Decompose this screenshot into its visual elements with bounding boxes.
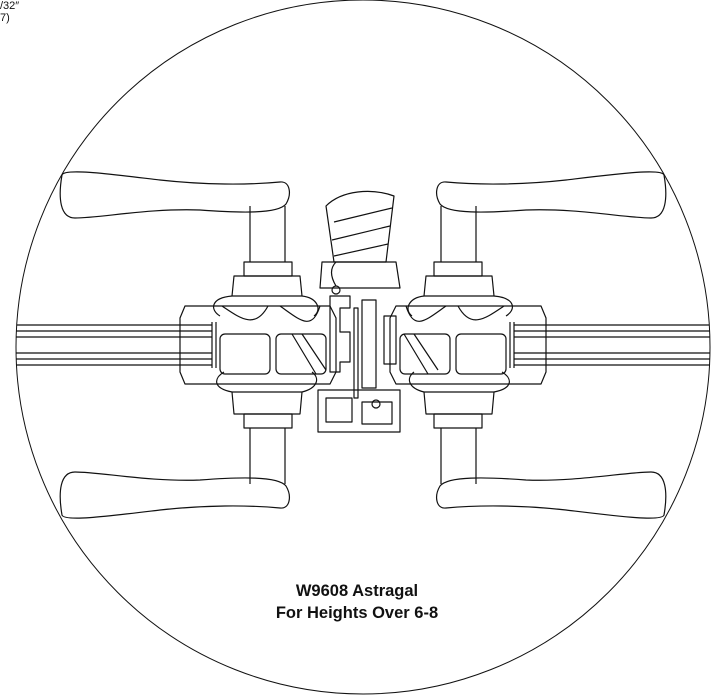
lever-handle-icon [59,171,319,317]
right-stile-profile [389,305,547,385]
corner-note-line-2: 7) [0,12,10,24]
caption-title: W9608 Astragal [295,582,419,600]
astragal-section-icon [317,190,401,433]
detail-circle [15,0,711,695]
caption-subtitle: For Heights Over 6-8 [275,604,439,622]
lever-handle-icon [59,371,318,519]
left-glass-rail [16,324,212,366]
lever-handle-icon [407,171,667,317]
lever-handle-icon [408,371,667,519]
right-glass-rail [514,324,710,366]
corner-note-line-1: /32″ [0,0,20,12]
corner-dimension-note: /32″ 7) [0,0,19,24]
